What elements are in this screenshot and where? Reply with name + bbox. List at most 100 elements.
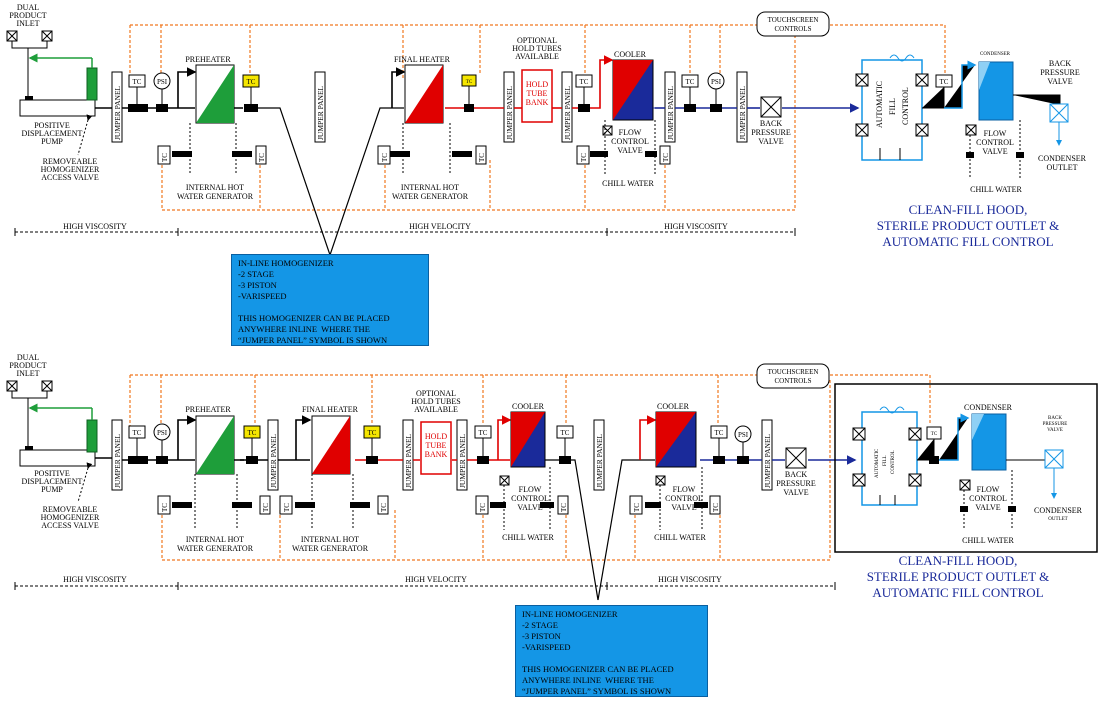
svg-text:WATER GENERATOR: WATER GENERATOR bbox=[392, 192, 469, 201]
touchscreen-controls-icon[interactable] bbox=[756, 363, 830, 389]
bottom-diagram: DUAL PRODUCT INLET POSITIVE DISPLACEMENT… bbox=[6, 353, 1098, 601]
jumper-panel-icon bbox=[111, 71, 123, 143]
svg-text:TOUCHSCREEN: TOUCHSCREEN bbox=[768, 16, 819, 24]
svg-text:PRODUCT: PRODUCT bbox=[9, 11, 46, 20]
tc-sensor-icon[interactable] bbox=[576, 145, 590, 165]
svg-text:JUMPER PANEL: JUMPER PANEL bbox=[458, 433, 467, 488]
svg-text:DISPLACEMENT: DISPLACEMENT bbox=[22, 477, 83, 486]
pump-body-icon bbox=[19, 449, 96, 467]
svg-text:TC: TC bbox=[258, 153, 266, 162]
bottom-preheater: PREHEATER bbox=[185, 405, 244, 475]
callout-line: -3 PISTON bbox=[238, 280, 277, 290]
svg-text:INTERNAL HOT: INTERNAL HOT bbox=[186, 535, 244, 544]
bottom-cooler-2: COOLER FLOW CONTROL VALVE CHILL WATER bbox=[654, 402, 706, 542]
top-inlet: DUAL PRODUCT INLET POSITIVE DISPLACEMENT… bbox=[6, 3, 120, 182]
tc-sensor-icon[interactable] bbox=[377, 495, 389, 515]
svg-text:CHILL WATER: CHILL WATER bbox=[962, 536, 1014, 545]
svg-text:OUTLET: OUTLET bbox=[1048, 517, 1067, 522]
svg-text:CONTROL: CONTROL bbox=[665, 494, 703, 503]
svg-text:INLET: INLET bbox=[16, 369, 39, 378]
svg-text:JUMPER PANEL: JUMPER PANEL bbox=[505, 85, 514, 140]
bottom-cooler-1: COOLER FLOW CONTROL VALVE CHILL WATER bbox=[499, 402, 555, 542]
tc-sensor-icon[interactable] bbox=[279, 495, 293, 515]
svg-text:OUTLET: OUTLET bbox=[1046, 163, 1077, 172]
svg-text:AUTOMATIC: AUTOMATIC bbox=[875, 448, 880, 478]
svg-text:HOLD: HOLD bbox=[526, 80, 548, 89]
svg-text:TC: TC bbox=[283, 503, 291, 512]
svg-text:HOLD TUBES: HOLD TUBES bbox=[411, 397, 460, 406]
svg-text:HIGH VISCOSITY: HIGH VISCOSITY bbox=[664, 222, 728, 231]
svg-text:FLOW: FLOW bbox=[619, 128, 642, 137]
top-back-pressure: BACK PRESSURE VALVE bbox=[751, 96, 791, 146]
hood-caption-line: CLEAN-FILL HOOD, bbox=[908, 202, 1028, 217]
svg-text:HIGH VISCOSITY: HIGH VISCOSITY bbox=[63, 222, 127, 231]
svg-text:TC: TC bbox=[247, 78, 256, 86]
svg-text:PUMP: PUMP bbox=[41, 137, 63, 146]
svg-text:CONDENSER: CONDENSER bbox=[964, 403, 1013, 412]
tc-sensor-icon[interactable] bbox=[255, 145, 267, 165]
touchscreen-controls-icon[interactable] bbox=[756, 11, 830, 37]
tc-sensor-icon[interactable] bbox=[709, 495, 721, 515]
svg-text:TC: TC bbox=[662, 153, 670, 162]
svg-text:TC: TC bbox=[133, 78, 142, 86]
svg-text:TC: TC bbox=[381, 153, 389, 162]
svg-text:VALVE: VALVE bbox=[975, 503, 1000, 512]
hood-enclosure bbox=[834, 383, 1098, 553]
callout-line: ANYWHERE INLINE WHERE THE bbox=[522, 675, 654, 685]
svg-text:TC: TC bbox=[715, 429, 724, 437]
svg-text:INLET: INLET bbox=[16, 19, 39, 28]
svg-text:TUBE: TUBE bbox=[426, 441, 447, 450]
bottom-clean-fill-hood: AUTOMATIC FILL CONTROL TC CONDENSER BACK… bbox=[834, 383, 1098, 553]
tc-sensor-icon[interactable] bbox=[259, 495, 271, 515]
tc-sensor-icon[interactable] bbox=[557, 495, 569, 515]
svg-text:JUMPER PANEL: JUMPER PANEL bbox=[738, 85, 747, 140]
jumper-panel-icon bbox=[736, 71, 748, 143]
svg-text:AVAILABLE: AVAILABLE bbox=[515, 52, 559, 61]
svg-text:FILL: FILL bbox=[883, 455, 888, 466]
callout-line: ANYWHERE INLINE WHERE THE bbox=[238, 324, 370, 334]
tc-sensor-icon[interactable] bbox=[157, 145, 171, 165]
svg-text:TC: TC bbox=[686, 78, 695, 86]
access-valve-icon[interactable] bbox=[86, 419, 98, 453]
svg-text:PSI: PSI bbox=[157, 429, 168, 437]
svg-text:CONTROL: CONTROL bbox=[891, 450, 896, 474]
top-cooler: COOLER FLOW CONTROL VALVE CHILL WATER bbox=[602, 50, 656, 188]
bottom-zones: HIGH VISCOSITY HIGH VELOCITY HIGH VISCOS… bbox=[14, 575, 836, 590]
tc-sensor-icon[interactable] bbox=[475, 145, 487, 165]
tc-sensor-icon[interactable] bbox=[629, 495, 643, 515]
top-preheater: PREHEATER bbox=[185, 55, 243, 124]
hold-tube-bank-icon bbox=[420, 421, 452, 475]
top-touchscreen: TOUCHSCREEN CONTROLS bbox=[756, 11, 830, 37]
hood-caption-bottom: CLEAN-FILL HOOD, STERILE PRODUCT OUTLET … bbox=[848, 553, 1068, 601]
hold-tube-bank-icon bbox=[521, 69, 553, 123]
hood-caption-line: AUTOMATIC FILL CONTROL bbox=[882, 234, 1054, 249]
svg-text:TC: TC bbox=[380, 503, 388, 512]
tc-sensor-icon[interactable] bbox=[475, 495, 489, 515]
hood-caption-top: CLEAN-FILL HOOD, STERILE PRODUCT OUTLET … bbox=[858, 202, 1078, 250]
svg-text:CHILL WATER: CHILL WATER bbox=[654, 533, 706, 542]
access-valve-label: REMOVEABLE bbox=[43, 157, 98, 166]
tc-sensor-icon[interactable] bbox=[659, 145, 671, 165]
svg-text:JUMPER PANEL: JUMPER PANEL bbox=[404, 433, 413, 488]
top-control-wiring bbox=[129, 24, 946, 211]
pump-label: POSITIVE bbox=[34, 121, 70, 130]
access-valve-icon[interactable] bbox=[86, 67, 98, 101]
top-hot-water-loops: TC TC TC TC TC TC INTERNAL HOT WATER GEN… bbox=[157, 123, 671, 201]
callout-line: IN-LINE HOMOGENIZER bbox=[522, 609, 618, 619]
svg-text:JUMPER PANEL: JUMPER PANEL bbox=[316, 85, 325, 140]
svg-text:TC: TC bbox=[479, 429, 488, 437]
bottom-final-heater: FINAL HEATER bbox=[302, 405, 359, 475]
bottom-jumper-panels: JUMPER PANEL JUMPER PANEL JUMPER PANEL J… bbox=[111, 419, 773, 491]
svg-text:TC: TC bbox=[478, 153, 486, 162]
svg-text:COOLER: COOLER bbox=[512, 402, 545, 411]
callout-line: “JUMPER PANEL” SYMBOL IS SHOWN bbox=[522, 686, 672, 696]
jumper-panel-icon bbox=[456, 419, 468, 491]
svg-text:JUMPER PANEL: JUMPER PANEL bbox=[563, 85, 572, 140]
homogenizer-callout: IN-LINE HOMOGENIZER -2 STAGE -3 PISTON -… bbox=[515, 605, 708, 697]
svg-text:FINAL HEATER: FINAL HEATER bbox=[302, 405, 359, 414]
tc-sensor-icon[interactable] bbox=[157, 495, 171, 515]
callout-line: -VARISPEED bbox=[522, 642, 571, 652]
svg-text:INTERNAL HOT: INTERNAL HOT bbox=[401, 183, 459, 192]
svg-text:OPTIONAL: OPTIONAL bbox=[416, 389, 456, 398]
